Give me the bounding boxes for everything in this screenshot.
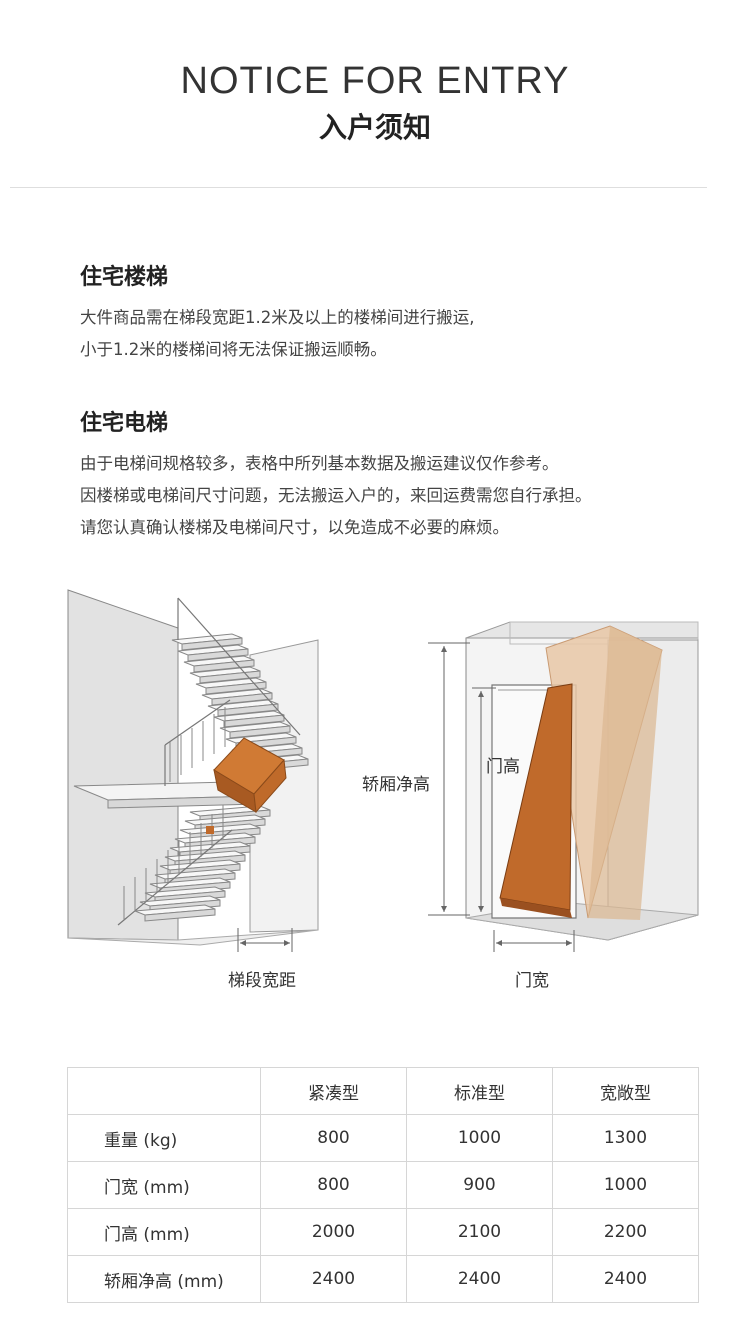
page-header: NOTICE FOR ENTRY 入户须知	[0, 56, 750, 148]
header-divider	[10, 187, 707, 188]
table-header-cell: 标准型	[406, 1067, 553, 1115]
table-cell: 1000	[552, 1161, 699, 1209]
stairs-heading: 住宅楼梯	[80, 265, 169, 290]
table-cell: 800	[260, 1114, 407, 1162]
stair-elevator-illustration	[67, 589, 699, 952]
stairs-text-line: 大件商品需在梯段宽距1.2米及以上的楼梯间进行搬运,	[80, 308, 475, 327]
table-header-cell: 宽敞型	[552, 1067, 699, 1115]
table-header-cell: 紧凑型	[260, 1067, 407, 1115]
elevator-heading: 住宅电梯	[80, 411, 169, 436]
elevator-text-line: 由于电梯间规格较多，表格中所列基本数据及搬运建议仅作参考。	[80, 454, 559, 473]
title-chinese: 入户须知	[318, 111, 431, 144]
row-label: 轿厢净高 (mm)	[67, 1255, 261, 1303]
title-english: NOTICE FOR ENTRY	[180, 60, 570, 102]
stair-width-label: 梯段宽距	[228, 971, 296, 991]
table-cell: 2400	[260, 1255, 407, 1303]
table-cell: 2400	[406, 1255, 553, 1303]
table-row: 轿厢净高 (mm) 2400 2400 2400	[67, 1255, 699, 1303]
row-label: 门宽 (mm)	[67, 1161, 261, 1209]
door-height-label: 门高	[486, 757, 520, 777]
elevator-text-line: 请您认真确认楼梯及电梯间尺寸，以免造成不必要的麻烦。	[80, 518, 509, 537]
table-row: 重量 (kg) 800 1000 1300	[67, 1114, 699, 1162]
table-cell: 2200	[552, 1208, 699, 1256]
door-width-label: 门宽	[515, 971, 549, 991]
stairs-text-line: 小于1.2米的楼梯间将无法保证搬运顺畅。	[80, 340, 387, 359]
stairwell-drawing	[67, 589, 319, 952]
table-row: 门高 (mm) 2000 2100 2200	[67, 1208, 699, 1256]
elevator-section: 住宅电梯 由于电梯间规格较多，表格中所列基本数据及搬运建议仅作参考。 因楼梯或电…	[80, 408, 720, 544]
cabin-height-label: 轿厢净高	[362, 775, 430, 795]
elevator-spec-table: 紧凑型 标准型 宽敞型 重量 (kg) 800 1000 1300 门宽 (mm…	[67, 1067, 699, 1303]
table-header-cell	[67, 1067, 261, 1115]
table-cell: 1300	[552, 1114, 699, 1162]
row-label: 重量 (kg)	[67, 1114, 261, 1162]
table-cell: 2100	[406, 1208, 553, 1256]
table-cell: 900	[406, 1161, 553, 1209]
table-cell: 2000	[260, 1208, 407, 1256]
elevator-text-line: 因楼梯或电梯间尺寸问题，无法搬运入户的，来回运费需您自行承担。	[80, 486, 592, 505]
table-cell: 1000	[406, 1114, 553, 1162]
table-cell: 800	[260, 1161, 407, 1209]
table-row: 门宽 (mm) 800 900 1000	[67, 1161, 699, 1209]
stairs-section: 住宅楼梯 大件商品需在梯段宽距1.2米及以上的楼梯间进行搬运, 小于1.2米的楼…	[80, 262, 720, 366]
elevator-drawing	[428, 621, 699, 952]
row-label: 门高 (mm)	[67, 1208, 261, 1256]
table-header-row: 紧凑型 标准型 宽敞型	[67, 1067, 699, 1115]
table-cell: 2400	[552, 1255, 699, 1303]
